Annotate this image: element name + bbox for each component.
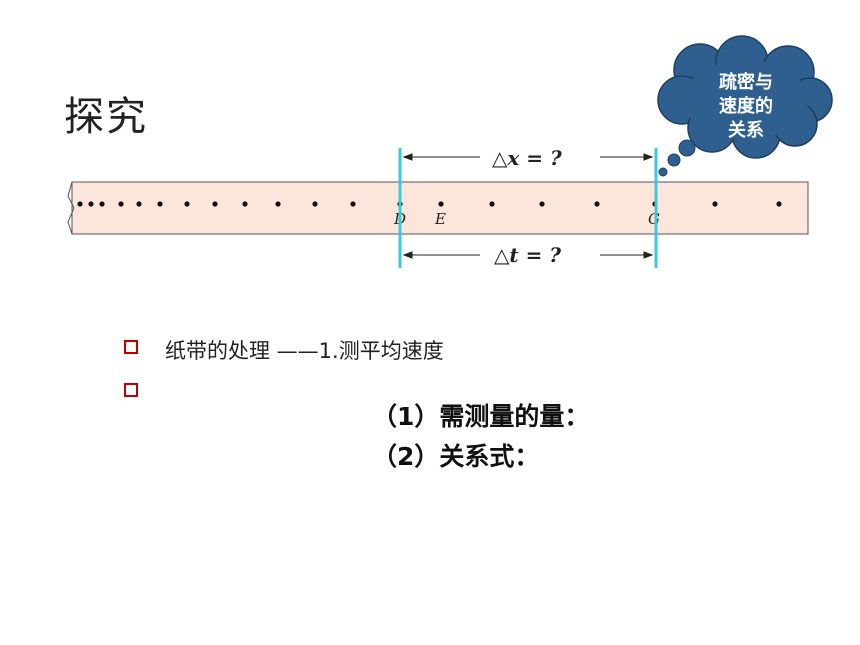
- tape-dot: [184, 201, 190, 207]
- tape-dot: [776, 201, 782, 207]
- tape-dot: [212, 201, 218, 207]
- delta-x-arrow: [402, 153, 654, 161]
- tape-dot: [77, 201, 83, 207]
- tape-dot: [489, 201, 495, 207]
- callout-line-1: 疏密与: [719, 71, 773, 93]
- callout-line-2: 速度的: [719, 95, 773, 117]
- question-2: （2）关系式：: [372, 442, 540, 471]
- bullet-square-icon: [124, 340, 138, 354]
- question-1: （1）需测量的量：: [372, 402, 590, 431]
- tape-dot: [157, 201, 163, 207]
- paper-tape-diagram: D E G △x = ? △t = ? 疏密与: [67, 35, 833, 268]
- point-label-g: G: [648, 210, 660, 228]
- tape-dot: [275, 201, 281, 207]
- tape-dot: [99, 201, 105, 207]
- delta-x-label: △x = ?: [492, 146, 562, 170]
- tape-dot: [242, 201, 248, 207]
- delta-t-arrow: [402, 251, 654, 259]
- tape-dot: [594, 201, 600, 207]
- tape-dots: [77, 201, 782, 207]
- thought-cloud-callout: [657, 35, 833, 177]
- tape-dot: [118, 201, 124, 207]
- tape-dot: [438, 201, 444, 207]
- tape-dot: [539, 201, 545, 207]
- tape-dot: [350, 201, 356, 207]
- delta-t-label: △t = ?: [494, 243, 561, 267]
- tape-dot: [88, 201, 94, 207]
- tape-dot: [136, 201, 142, 207]
- bullet-square-icon: [124, 383, 138, 397]
- tape-dot: [312, 201, 318, 207]
- callout-line-3: 关系: [728, 119, 764, 141]
- page-title: 探究: [64, 94, 148, 140]
- bullet-text-1: 纸带的处理 ——1.测平均速度: [165, 339, 444, 363]
- tape-torn-edge: [67, 181, 75, 235]
- paper-tape: [71, 181, 809, 235]
- point-label-e: E: [434, 210, 446, 228]
- tape-dot: [712, 201, 718, 207]
